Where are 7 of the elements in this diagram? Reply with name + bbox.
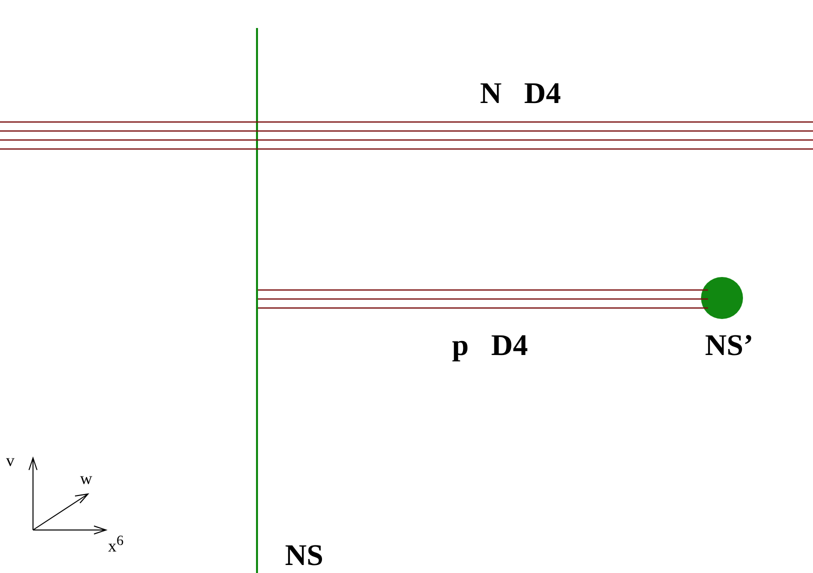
axis-label: x$^{6}$ [108, 532, 124, 556]
axis-label: w [80, 470, 92, 488]
brane-label: p D4 [452, 330, 528, 362]
axis-label: v [6, 452, 14, 470]
brane-label: N D4 [480, 78, 561, 110]
brane-label: NS’ [705, 330, 754, 362]
brane-label: NS [285, 540, 324, 572]
